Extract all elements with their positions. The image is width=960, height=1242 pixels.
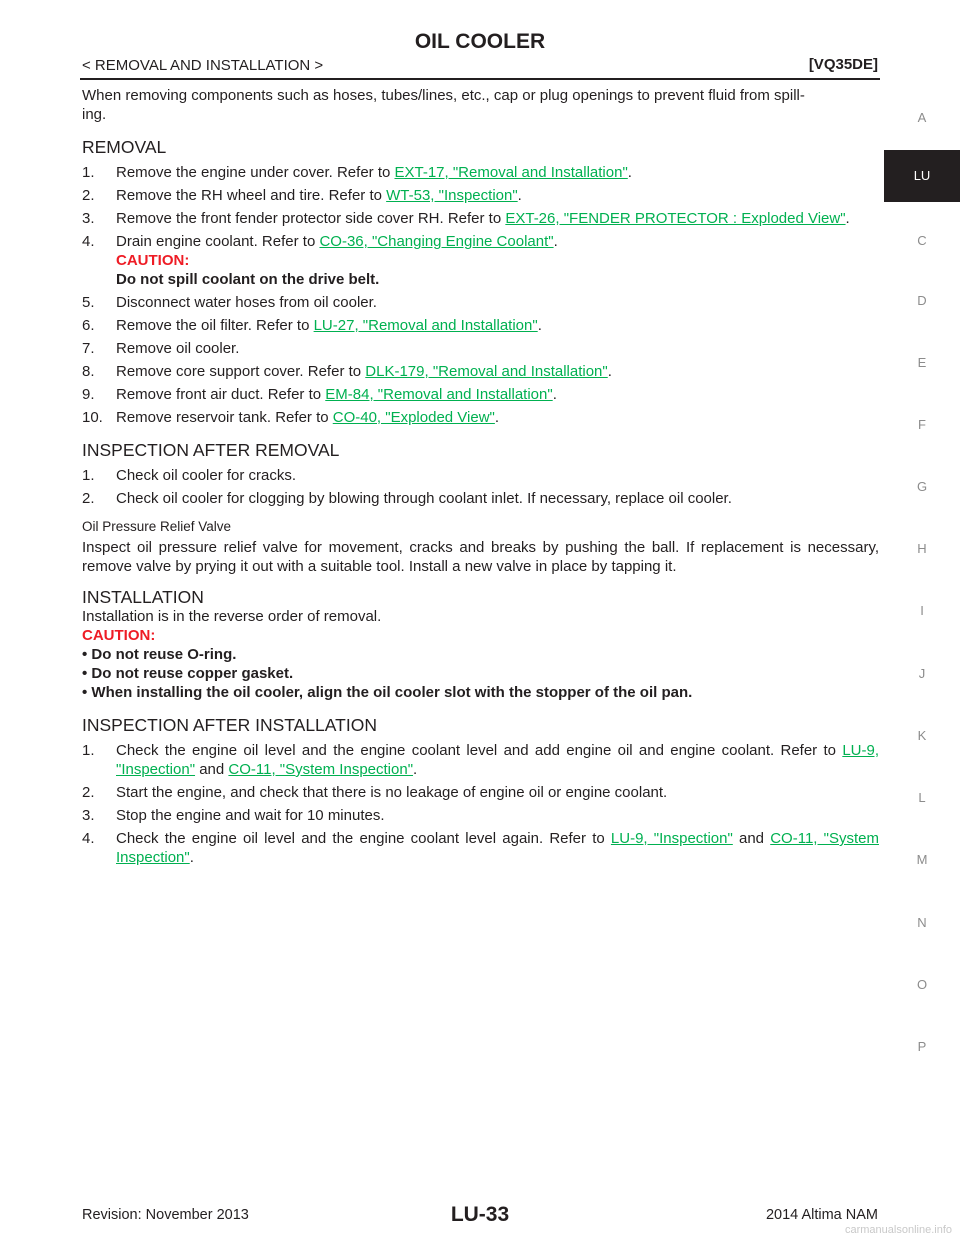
index-tab-lu[interactable]: LU xyxy=(884,150,960,202)
index-tab-g[interactable]: G xyxy=(916,479,928,494)
installation-text: Installation is in the reverse order of … xyxy=(82,608,382,625)
ref-link[interactable]: CO-11, "System Inspection" xyxy=(116,830,879,866)
index-tab-c[interactable]: C xyxy=(917,233,927,248)
index-tab-d[interactable]: D xyxy=(917,293,927,308)
caution-label: CAUTION: xyxy=(116,252,190,269)
removal-step: 2. Remove the RH wheel and tire. Refer t… xyxy=(82,187,522,204)
index-tab-n[interactable]: N xyxy=(917,915,927,930)
index-tab-j[interactable]: J xyxy=(918,666,926,681)
removal-heading: REMOVAL xyxy=(82,137,167,157)
inspection-step: 4. Check the engine oil level and the en… xyxy=(82,830,879,866)
caution-label: CAUTION: xyxy=(82,627,156,644)
index-tab-k[interactable]: K xyxy=(917,728,927,743)
ref-link[interactable]: CO-36, "Changing Engine Coolant" xyxy=(319,233,554,250)
ref-link[interactable]: LU-9, "Inspection" xyxy=(116,742,879,778)
index-tab-p[interactable]: P xyxy=(917,1039,927,1054)
inspection-step: 2. Start the engine, and check that ther… xyxy=(82,784,668,801)
revision-date: Revision: November 2013 xyxy=(82,1207,249,1223)
header-rule xyxy=(80,78,880,80)
section-label: < REMOVAL AND INSTALLATION > xyxy=(82,57,324,74)
relief-valve-subheading: Oil Pressure Relief Valve xyxy=(82,519,232,534)
inspection-step: 1. Check the engine oil level and the en… xyxy=(82,742,879,778)
removal-step: 5. Disconnect water hoses from oil coole… xyxy=(82,294,377,311)
removal-step: 6. Remove the oil filter. Refer to LU-27… xyxy=(82,317,542,334)
inspection-step: 3. Stop the engine and wait for 10 minut… xyxy=(82,807,385,824)
page-number: LU-33 xyxy=(450,1203,510,1226)
removal-step: 7. Remove oil cooler. xyxy=(82,340,240,357)
caution-bullet: • When installing the oil cooler, align … xyxy=(82,684,693,701)
inspection-after-removal-heading: INSPECTION AFTER REMOVAL xyxy=(82,440,340,460)
engine-code: [VQ35DE] xyxy=(808,56,878,73)
inspection-after-installation-heading: INSPECTION AFTER INSTALLATION xyxy=(82,715,377,735)
index-tab-a[interactable]: A xyxy=(917,110,927,125)
index-tab-m[interactable]: M xyxy=(916,852,928,867)
inspection-step: 1. Check oil cooler for cracks. xyxy=(82,467,297,484)
removal-step: 10. Remove reservoir tank. Refer to CO-4… xyxy=(82,409,500,426)
removal-step: 1. Remove the engine under cover. Refer … xyxy=(82,164,632,181)
page-title: OIL COOLER xyxy=(414,30,546,53)
inspection-step: 2. Check oil cooler for clogging by blow… xyxy=(82,490,732,507)
index-tab-f[interactable]: F xyxy=(918,417,926,432)
ref-link[interactable]: LU-9, "Inspection" xyxy=(610,830,733,847)
index-tab-e[interactable]: E xyxy=(917,355,927,370)
removal-step: 9. Remove front air duct. Refer to EM-84… xyxy=(82,386,557,403)
removal-step: 4. Drain engine coolant. Refer to CO-36,… xyxy=(82,232,879,289)
removal-step: 3. Remove the front fender protector sid… xyxy=(82,210,850,227)
caution-bullet: • Do not reuse copper gasket. xyxy=(82,665,294,682)
intro-text: When removing components such as hoses, … xyxy=(82,87,805,123)
ref-link[interactable]: EM-84, "Removal and Installation" xyxy=(325,386,553,403)
index-tab-o[interactable]: O xyxy=(916,977,928,992)
installation-heading: INSTALLATION xyxy=(82,587,204,607)
watermark: carmanualsonline.info xyxy=(844,1224,952,1236)
removal-step: 8. Remove core support cover. Refer to D… xyxy=(82,363,612,380)
ref-link[interactable]: CO-11, "System Inspection" xyxy=(228,761,414,778)
ref-link[interactable]: LU-27, "Removal and Installation" xyxy=(313,317,538,334)
caution-text: Do not spill coolant on the drive belt. xyxy=(116,271,380,288)
model-label: 2014 Altima NAM xyxy=(765,1207,878,1223)
relief-valve-text: Inspect oil pressure relief valve for mo… xyxy=(82,539,879,575)
ref-link[interactable]: EXT-17, "Removal and Installation" xyxy=(394,164,628,181)
index-tab-h[interactable]: H xyxy=(917,541,927,556)
caution-bullet: • Do not reuse O-ring. xyxy=(82,646,237,663)
ref-link[interactable]: CO-40, "Exploded View" xyxy=(332,409,495,426)
index-tab-i[interactable]: I xyxy=(920,603,924,618)
main-content: When removing components such as hoses, … xyxy=(82,86,879,871)
index-tab-l[interactable]: L xyxy=(918,790,926,805)
ref-link[interactable]: WT-53, "Inspection" xyxy=(386,187,518,204)
ref-link[interactable]: EXT-26, "FENDER PROTECTOR : Exploded Vie… xyxy=(505,210,846,227)
ref-link[interactable]: DLK-179, "Removal and Installation" xyxy=(365,363,608,380)
